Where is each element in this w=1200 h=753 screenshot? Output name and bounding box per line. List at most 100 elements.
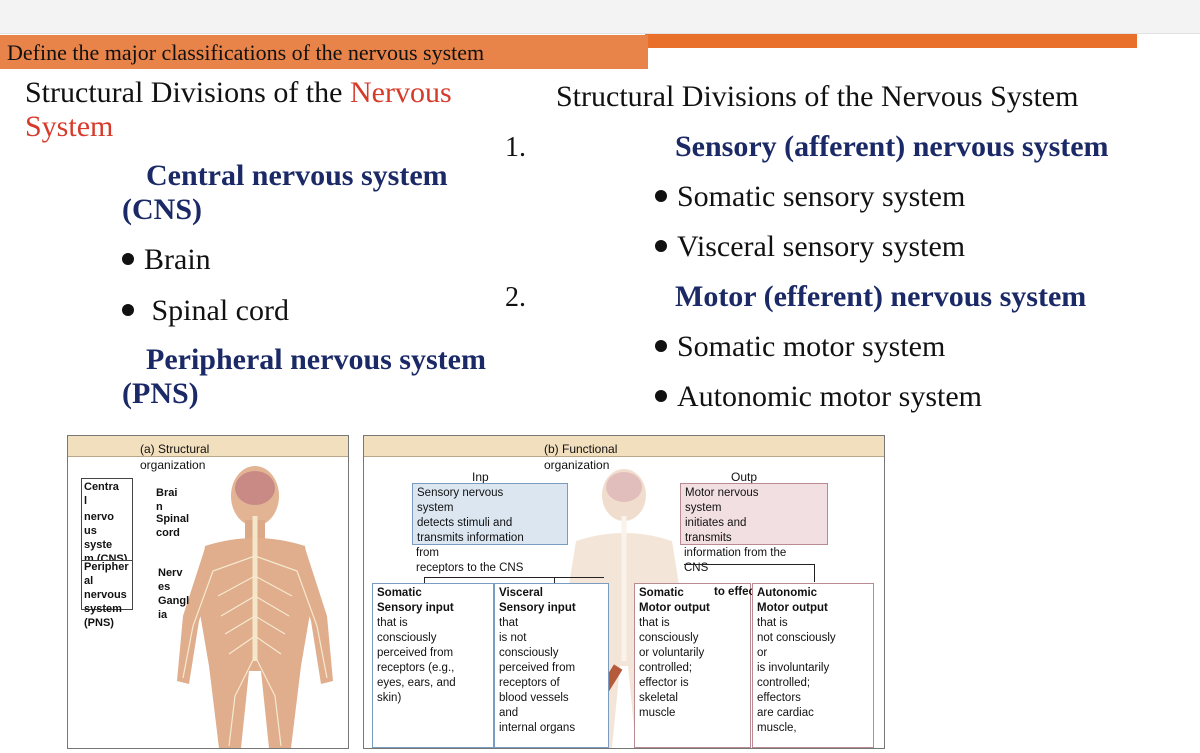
- box-line: effectors: [757, 692, 801, 704]
- box-line: that: [499, 617, 518, 629]
- box-line: internal organs: [499, 722, 575, 734]
- box-line: effector is: [639, 677, 689, 689]
- bullet-text: Spinal cord: [152, 294, 289, 327]
- bullet-text: Visceral sensory system: [677, 230, 965, 263]
- bullet-dot: [655, 190, 667, 202]
- brain-label: Brai n: [156, 486, 177, 514]
- nerves-label: Nerv es: [158, 566, 182, 594]
- pns-heading: Peripheral nervous system (PNS): [122, 343, 522, 411]
- box-line: and: [499, 707, 518, 719]
- box-heading: Visceral: [499, 587, 543, 599]
- box-line: that is: [377, 617, 408, 629]
- box-line: receptors to the CNS: [416, 562, 523, 574]
- bullet-dot: [655, 390, 667, 402]
- sensory-system-box-cont: from receptors to the CNS: [412, 546, 582, 576]
- motor-heading: Motor (efferent) nervous system: [675, 280, 1086, 314]
- sensory-system-box: Sensory nervous system detects stimuli a…: [412, 483, 568, 545]
- label-line: Gangl: [158, 595, 189, 607]
- box-line: from: [416, 547, 439, 559]
- label-line: es: [158, 581, 170, 593]
- label-line: Inp: [472, 470, 489, 484]
- somatic-motor-box: Somatic Motor output that is consciously…: [634, 583, 751, 748]
- box-line: skin): [377, 692, 401, 704]
- label-line: ia: [158, 609, 167, 621]
- box-line: that is: [639, 617, 670, 629]
- figure-header: [364, 436, 884, 457]
- label-line: nervo: [84, 510, 114, 524]
- ganglia-label: Gangl ia: [158, 594, 189, 622]
- bullet-text: Somatic motor system: [677, 330, 945, 363]
- bullet-somatic-sensory: Somatic sensory system: [655, 180, 965, 214]
- label-line: Centra: [84, 481, 119, 493]
- box-line: is involuntarily: [757, 662, 829, 674]
- box-line: skeletal: [639, 692, 678, 704]
- bullet-spinal: Spinal cord: [122, 294, 289, 328]
- label-line: Nerv: [158, 567, 182, 579]
- box-line: eyes, ears, and: [377, 677, 456, 689]
- left-heading-red: Nervous: [350, 76, 452, 109]
- output-label: Outp: [731, 470, 757, 484]
- box-line: Motor output: [639, 602, 710, 614]
- figure-structural: (a) Structural organization Centra: [67, 435, 349, 749]
- body-illustration: [173, 456, 348, 748]
- bullet-text: Autonomic motor system: [677, 380, 982, 413]
- box-line: information from the: [684, 547, 786, 559]
- label-line: Spinal: [156, 513, 189, 525]
- box-line: Motor output: [757, 602, 828, 614]
- bullet-dot: [655, 340, 667, 352]
- box-line: consciously: [499, 647, 558, 659]
- label-line: al: [84, 575, 93, 587]
- box-line: detects stimuli and: [417, 517, 512, 529]
- box-line: Sensory input: [377, 602, 454, 614]
- left-heading-red-2: System: [25, 110, 113, 143]
- box-line: Sensory nervous: [417, 487, 503, 499]
- box-heading: Somatic: [377, 587, 422, 599]
- label-line: system: [84, 603, 122, 615]
- box-line: consciously: [639, 632, 698, 644]
- label-line: l: [84, 495, 87, 507]
- box-line: are cardiac: [757, 707, 814, 719]
- pns-label: Peripher al nervous system (PNS): [84, 560, 129, 630]
- box-line: transmits information: [417, 532, 524, 544]
- bullet-brain: Brain: [122, 243, 211, 277]
- cns-heading: Central nervous system (CNS): [122, 159, 502, 227]
- accent-line: [645, 34, 1137, 48]
- right-heading: Structural Divisions of the Nervous Syst…: [556, 80, 1078, 114]
- body-figure: [177, 466, 333, 748]
- spinal-cord-label: Spinal cord: [156, 512, 189, 540]
- box-line: controlled;: [757, 677, 810, 689]
- label-line: Peripher: [84, 561, 129, 573]
- box-line: is not: [499, 632, 527, 644]
- box-line: muscle: [639, 707, 675, 719]
- box-line: system: [685, 502, 721, 514]
- title-banner: Define the major classifications of the …: [0, 35, 648, 69]
- top-toolbar: [0, 0, 1200, 34]
- box-line: controlled;: [639, 662, 692, 674]
- left-heading: Structural Divisions of the Nervous Syst…: [25, 76, 505, 144]
- bullet-dot: [655, 240, 667, 252]
- box-line: initiates and: [685, 517, 746, 529]
- autonomic-motor-box: Autonomic Motor output that is not consc…: [752, 583, 874, 748]
- bullet-somatic-motor: Somatic motor system: [655, 330, 945, 364]
- box-line: receptors (e.g.,: [377, 662, 454, 674]
- sensory-heading: Sensory (afferent) nervous system: [675, 130, 1109, 164]
- bullet-dot: [122, 253, 134, 265]
- bullet-autonomic-motor: Autonomic motor system: [655, 380, 982, 414]
- box-line: consciously: [377, 632, 436, 644]
- box-line: Sensory input: [499, 602, 576, 614]
- input-label: Inp: [472, 470, 489, 484]
- cns-label: Centra l nervo us syste m (CNS): [84, 480, 127, 566]
- box-line: that is: [757, 617, 788, 629]
- motor-system-box: Motor nervous system initiates and trans…: [680, 483, 828, 545]
- label-line: syste: [84, 539, 112, 551]
- number-2: 2.: [505, 282, 526, 314]
- bullet-dot: [122, 304, 134, 316]
- motor-system-box-cont: information from the CNS: [680, 546, 850, 576]
- label-line: nervous: [84, 589, 127, 601]
- box-heading: Somatic: [639, 587, 684, 599]
- box-line: blood vessels: [499, 692, 569, 704]
- box-heading: Autonomic: [757, 587, 817, 599]
- figure-b-title-1: (b) Functional: [544, 442, 617, 456]
- box-line: system: [417, 502, 453, 514]
- bullet-text: Somatic sensory system: [677, 180, 965, 213]
